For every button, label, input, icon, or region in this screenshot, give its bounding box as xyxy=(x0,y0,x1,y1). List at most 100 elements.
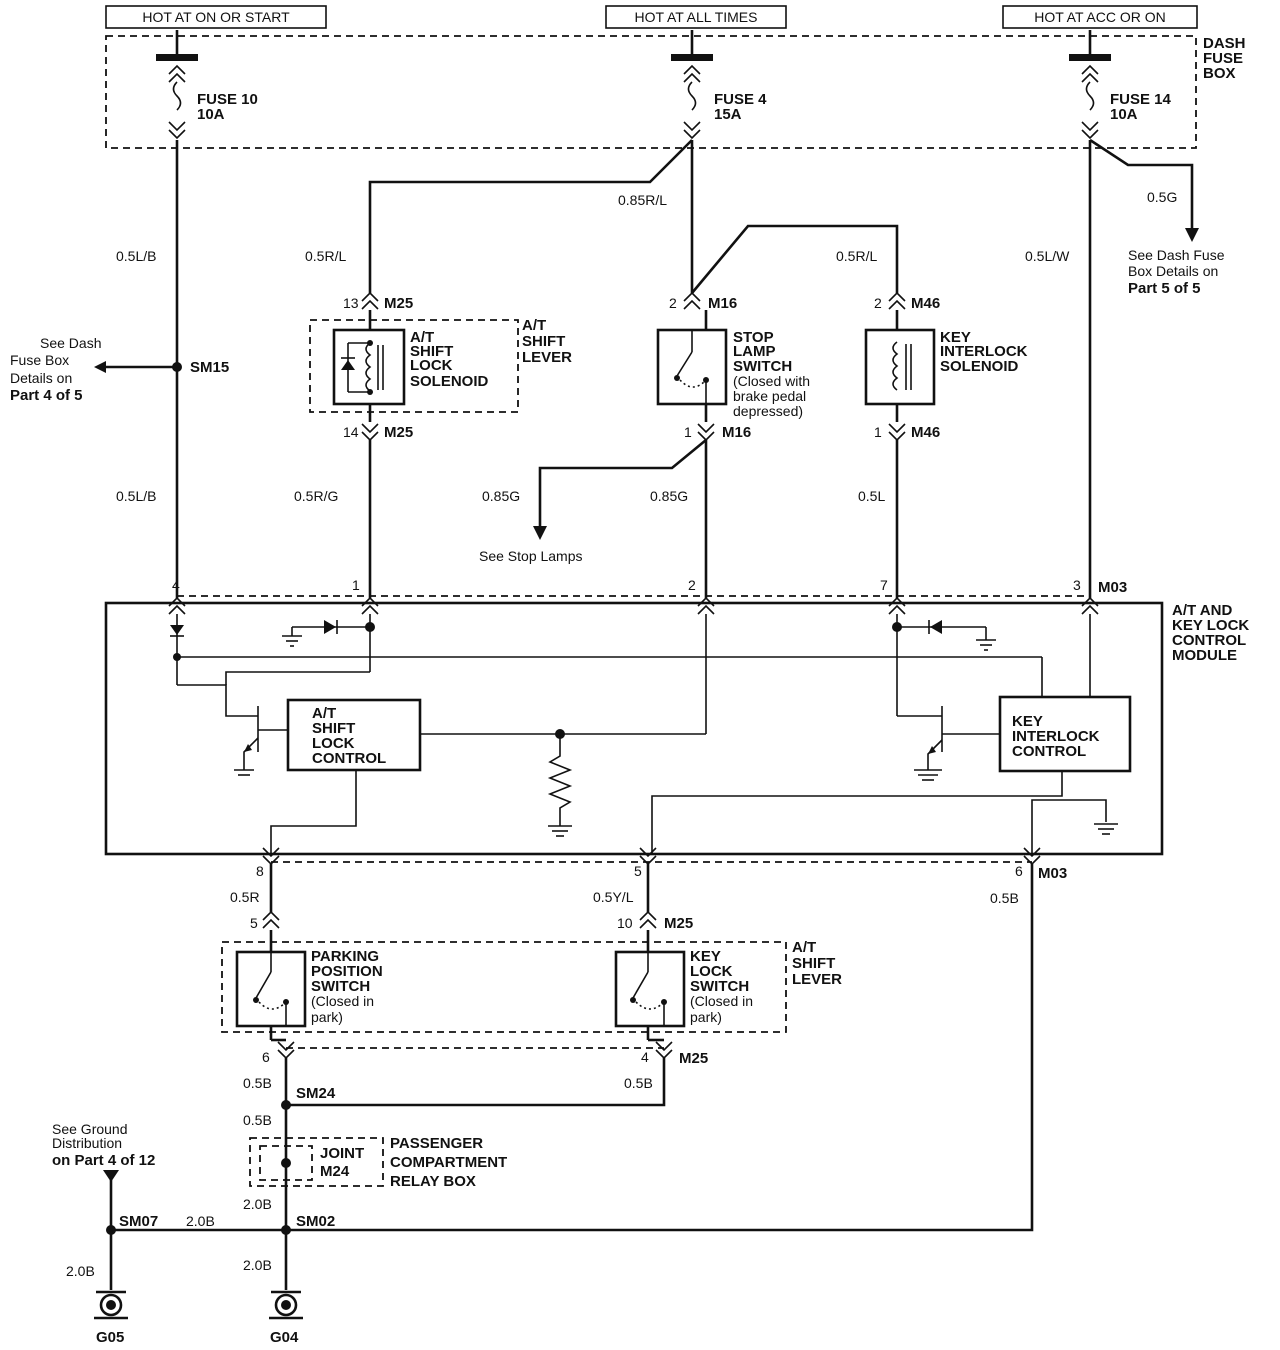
key-interlock-solenoid xyxy=(864,328,936,406)
at-shift-lever-top-outline xyxy=(309,319,519,413)
at-shift-lever-top-label: A/T SHIFT LEVER xyxy=(522,317,572,366)
svg-text:COMPARTMENT: COMPARTMENT xyxy=(390,1154,507,1171)
pin-number: 6 xyxy=(262,1049,270,1065)
svg-text:KEY: KEY xyxy=(1012,713,1043,730)
pin-number: 5 xyxy=(250,915,258,931)
wire-label: 0.5B xyxy=(624,1075,653,1091)
pin-number: 10 xyxy=(617,915,633,931)
svg-text:KEY: KEY xyxy=(690,948,721,965)
pin-number: 14 xyxy=(343,424,359,440)
svg-text:SOLENOID: SOLENOID xyxy=(410,373,489,390)
at-shift-lever-bottom-label: A/T SHIFT LEVER xyxy=(792,939,842,988)
pin-number: 1 xyxy=(874,424,882,440)
connector-m16-bottom: M16 xyxy=(722,424,751,441)
svg-text:INTERLOCK: INTERLOCK xyxy=(940,343,1028,360)
joint-label: JOINT xyxy=(320,1145,364,1162)
source-hot-at-all-times: HOT AT ALL TIMES xyxy=(605,5,787,29)
at-shift-lever-bottom-outline xyxy=(221,941,787,1033)
svg-text:(Closed in: (Closed in xyxy=(690,993,753,1009)
connector-m25-switch-bottom: M25 xyxy=(679,1050,708,1067)
svg-text:Distribution: Distribution xyxy=(52,1135,122,1151)
connector-m25-top: M25 xyxy=(384,295,413,312)
svg-text:POSITION: POSITION xyxy=(311,963,383,980)
svg-text:Details on: Details on xyxy=(10,370,72,386)
wire-label: 0.5B xyxy=(243,1075,272,1091)
connector-m25-switch-top: M25 xyxy=(664,915,693,932)
fuse-14-name: FUSE 14 xyxy=(1110,91,1172,108)
wire-label: 0.85G xyxy=(650,488,688,504)
shift-lock-control-label: A/T SHIFT LOCK CONTROL xyxy=(312,705,386,767)
pin-number: 1 xyxy=(684,424,692,440)
wire-label: 0.5B xyxy=(243,1112,272,1128)
wire-label: 0.5L xyxy=(858,488,885,504)
dash-fuse-box-outline xyxy=(105,35,1197,149)
svg-text:LAMP: LAMP xyxy=(733,343,776,360)
pin-number: 5 xyxy=(634,863,642,879)
pin-number: 13 xyxy=(343,295,359,311)
control-module-label: A/T AND KEY LOCK CONTROL MODULE xyxy=(1172,602,1249,664)
ref-stop-lamps: See Stop Lamps xyxy=(479,548,583,564)
dash-fuse-box-label-1: DASH xyxy=(1203,35,1246,52)
wire-label: 0.5B xyxy=(990,890,1019,906)
pin-number: 7 xyxy=(880,577,888,593)
joint-m24-outline xyxy=(259,1145,313,1181)
ref-dash-fuse-part5: See Dash Fuse Box Details on Part 5 of 5 xyxy=(1128,247,1225,297)
fuse-10-rating: 10A xyxy=(197,106,225,123)
svg-text:(Closed with: (Closed with xyxy=(733,373,810,389)
key-interlock-solenoid-label: KEY INTERLOCK SOLENOID xyxy=(940,329,1028,375)
svg-text:STOP: STOP xyxy=(733,329,774,346)
svg-text:depressed): depressed) xyxy=(733,403,803,419)
svg-text:HOT AT ON OR START: HOT AT ON OR START xyxy=(142,9,290,25)
connector-m03-top: M03 xyxy=(1098,579,1127,596)
svg-text:See Ground: See Ground xyxy=(52,1121,128,1137)
wire-label: 0.5L/B xyxy=(116,488,156,504)
svg-text:PARKING: PARKING xyxy=(311,948,379,965)
svg-text:KEY: KEY xyxy=(940,329,971,346)
svg-text:CONTROL: CONTROL xyxy=(312,750,386,767)
fuse-10: FUSE 10 10A xyxy=(156,30,258,139)
relay-box-outline xyxy=(249,1137,384,1187)
svg-text:LEVER: LEVER xyxy=(792,971,842,988)
svg-text:park): park) xyxy=(311,1009,343,1025)
svg-text:CONTROL: CONTROL xyxy=(1012,743,1086,760)
svg-text:SOLENOID: SOLENOID xyxy=(940,358,1019,375)
key-lock-switch xyxy=(614,950,686,1028)
wire-label: 0.5Y/L xyxy=(593,889,634,905)
svg-text:INTERLOCK: INTERLOCK xyxy=(1012,728,1100,745)
ref-dash-fuse-part4: See Dash Fuse Box Details on Part 4 of 5 xyxy=(10,335,101,404)
source-hot-at-on-or-start: HOT AT ON OR START xyxy=(105,5,327,29)
svg-text:LOCK: LOCK xyxy=(312,735,355,752)
joint-m24-label: M24 xyxy=(320,1163,350,1180)
fuse-14: FUSE 14 10A xyxy=(1069,30,1172,139)
svg-text:A/T: A/T xyxy=(410,329,434,346)
connector-chevrons xyxy=(168,292,1099,1059)
splice-sm07: SM07 xyxy=(119,1213,158,1230)
svg-text:SHIFT: SHIFT xyxy=(792,955,835,972)
wire-label: 0.85R/L xyxy=(618,192,667,208)
svg-text:RELAY BOX: RELAY BOX xyxy=(390,1173,476,1190)
svg-text:brake pedal: brake pedal xyxy=(733,388,806,404)
svg-text:MODULE: MODULE xyxy=(1172,647,1237,664)
svg-text:(Closed in: (Closed in xyxy=(311,993,374,1009)
parking-position-switch xyxy=(235,950,307,1028)
svg-text:LEVER: LEVER xyxy=(522,349,572,366)
svg-text:LOCK: LOCK xyxy=(410,357,453,374)
svg-text:SHIFT: SHIFT xyxy=(522,333,565,350)
key-lock-switch-label: KEY LOCK SWITCH (Closed in park) xyxy=(690,948,753,1025)
stop-lamp-switch xyxy=(656,328,728,406)
svg-text:CONTROL: CONTROL xyxy=(1172,632,1246,649)
svg-text:Fuse Box: Fuse Box xyxy=(10,352,69,368)
pin-number: 3 xyxy=(1073,577,1081,593)
wire-label: 2.0B xyxy=(186,1213,215,1229)
ground-g04: G04 xyxy=(269,1290,303,1346)
splice-sm02: SM02 xyxy=(296,1213,335,1230)
splice-sm24: SM24 xyxy=(296,1085,336,1102)
svg-text:HOT AT ACC OR ON: HOT AT ACC OR ON xyxy=(1034,9,1165,25)
fuse-4-name: FUSE 4 xyxy=(714,91,767,108)
wire-label: 2.0B xyxy=(66,1263,95,1279)
connector-m16-top: M16 xyxy=(708,295,737,312)
svg-text:SHIFT: SHIFT xyxy=(312,720,355,737)
svg-text:G04: G04 xyxy=(270,1329,299,1346)
wire-label: 2.0B xyxy=(243,1257,272,1273)
svg-text:SWITCH: SWITCH xyxy=(690,978,749,995)
